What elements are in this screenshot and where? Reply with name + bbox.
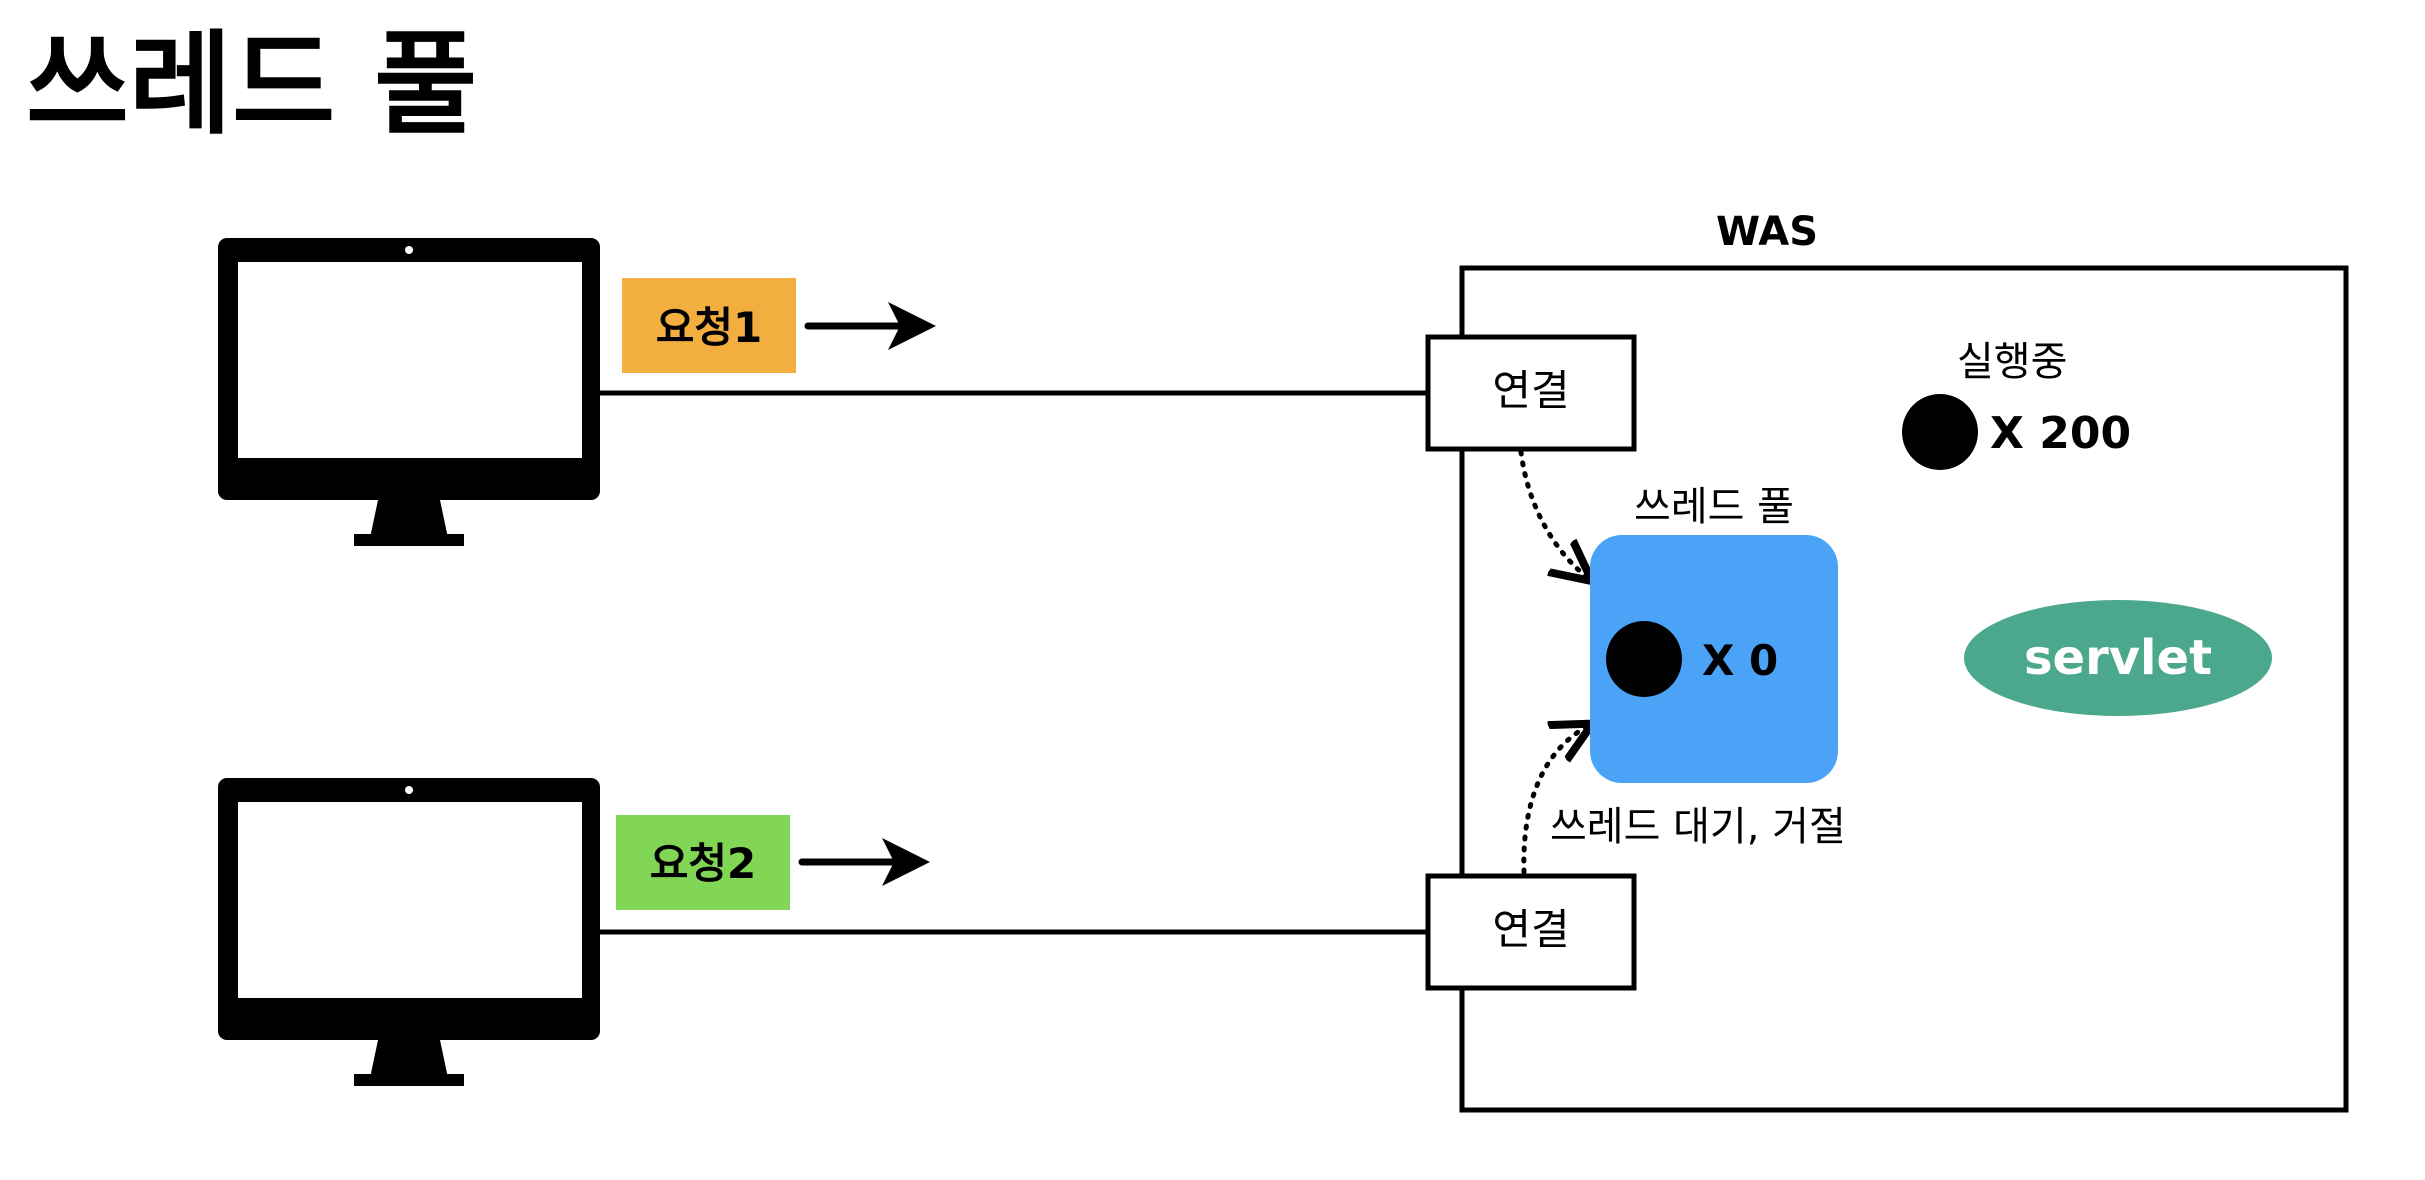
connection-2-label: 연결	[1492, 905, 1569, 954]
connection-box-2: 연결	[1425, 873, 1637, 991]
thread-pool-box	[1590, 535, 1838, 783]
thread-pool-thread-icon	[1606, 621, 1682, 697]
was-container	[1459, 265, 2349, 1113]
page-title: 쓰레드 풀	[26, 20, 478, 150]
request-1-badge: 요청1	[622, 278, 796, 373]
servlet-label: servlet	[2024, 630, 2212, 686]
thread-pool-count: X 0	[1702, 636, 1778, 685]
was-label: WAS	[1716, 209, 1818, 255]
request-2-box	[616, 815, 790, 910]
request-1-arrow-icon	[804, 302, 936, 350]
request-2-label: 요청2	[650, 839, 757, 888]
dotted-arrow-wait	[1521, 726, 1588, 875]
dotted-arrow-to-pool	[1518, 449, 1588, 578]
request-2-arrow-icon	[798, 838, 930, 886]
running-label: 실행중	[1957, 339, 2067, 385]
running-count: X 200	[1990, 408, 2131, 459]
request-1-label: 요청1	[656, 303, 763, 352]
request-2-badge: 요청2	[616, 815, 790, 910]
client-monitor-2-icon	[218, 778, 600, 1086]
connection-box-1: 연결	[1425, 334, 1637, 452]
servlet-ellipse	[1964, 600, 2272, 716]
client-monitor-1-icon	[218, 238, 600, 546]
connection-1-label: 연결	[1492, 366, 1569, 415]
thread-pool-label: 쓰레드 풀	[1634, 484, 1794, 530]
running-thread-icon	[1902, 394, 1978, 470]
wait-reject-label: 쓰레드 대기, 거절	[1550, 804, 1846, 850]
request-1-box	[622, 278, 796, 373]
